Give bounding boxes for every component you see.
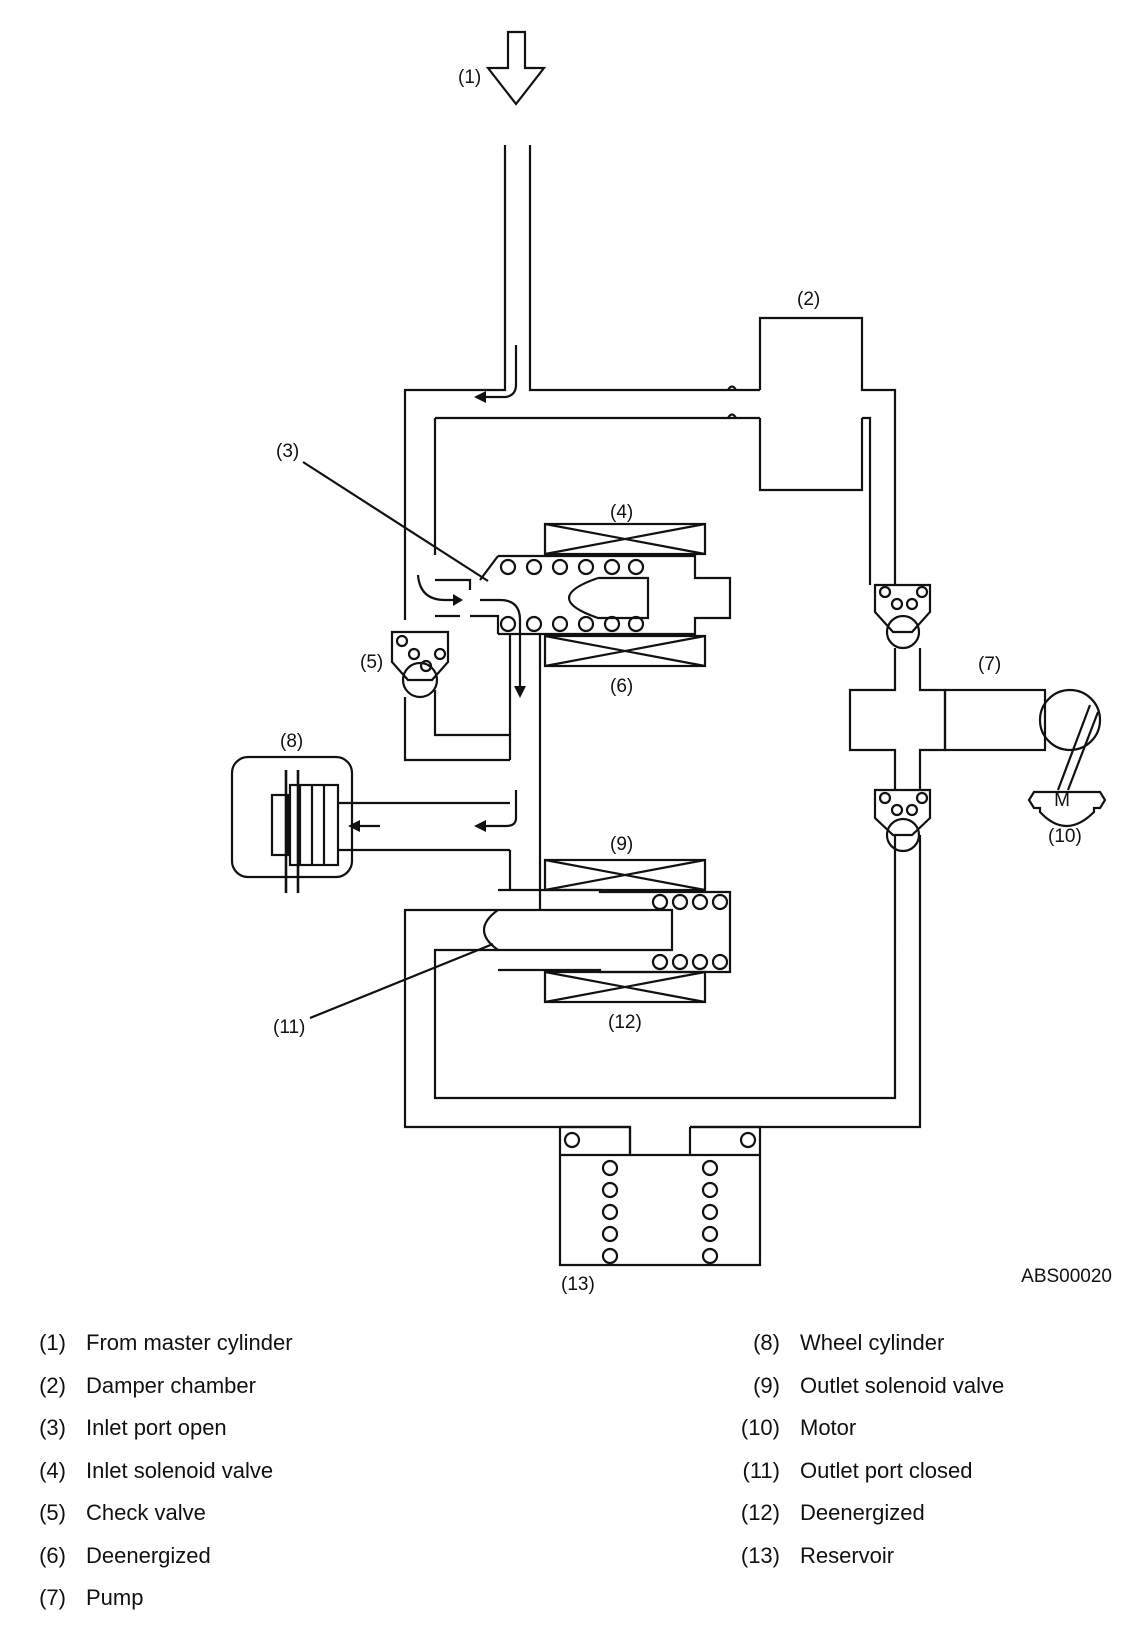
legend-item: (3) Inlet port open xyxy=(30,1407,293,1450)
label-6: (6) xyxy=(610,676,633,697)
legend-text: Outlet port closed xyxy=(800,1457,973,1483)
legend-item: (9) Outlet solenoid valve xyxy=(724,1365,1004,1408)
legend-item: (7) Pump xyxy=(30,1577,293,1620)
legend-text: Inlet solenoid valve xyxy=(86,1457,274,1483)
legend-right: (8) Wheel cylinder (9) Outlet solenoid val… xyxy=(724,1322,1004,1577)
legend-text: From master cylinder xyxy=(86,1330,293,1356)
legend-text: Reservoir xyxy=(800,1542,895,1568)
legend-item: (13) Reservoir xyxy=(724,1535,1004,1578)
inlet-port xyxy=(435,555,500,634)
label-8: (8) xyxy=(280,731,303,752)
master-cylinder-arrow xyxy=(485,30,547,106)
legend-number: (12) xyxy=(740,1500,780,1526)
leader-line-11 xyxy=(309,942,494,1020)
pipe-crossing xyxy=(727,385,737,419)
abs-hydraulic-diagram: (1) (2) (3) (4) (5) (6) (7) (8) (9) (10)… xyxy=(230,30,1112,1295)
legend-number: (7) xyxy=(39,1585,66,1611)
motor-symbol: M xyxy=(1054,790,1070,811)
legend-text: Inlet port open xyxy=(86,1415,227,1441)
label-1: (1) xyxy=(458,67,481,88)
label-3: (3) xyxy=(276,441,299,462)
label-4: (4) xyxy=(610,502,633,523)
damper-chamber xyxy=(758,316,897,585)
legend-text: Outlet solenoid valve xyxy=(800,1372,1005,1398)
label-12: (12) xyxy=(608,1012,642,1033)
legend-item: (10) Motor xyxy=(724,1407,1004,1450)
legend-item: (6) Deenergized xyxy=(30,1535,293,1578)
inlet-solenoid-valve xyxy=(498,522,732,668)
legend-item: (12) Deenergized xyxy=(724,1492,1004,1535)
label-10: (10) xyxy=(1048,826,1082,847)
label-11: (11) xyxy=(273,1017,305,1038)
legend-number: (4) xyxy=(39,1457,66,1483)
legend-left: (1) From master cylinder (2) Damper chambe… xyxy=(30,1322,293,1620)
legend-number: (11) xyxy=(742,1457,781,1483)
motor xyxy=(1027,688,1107,827)
leader-line-3 xyxy=(302,461,489,582)
legend-item: (2) Damper chamber xyxy=(30,1365,293,1408)
legend-number: (5) xyxy=(39,1500,66,1526)
label-13: (13) xyxy=(561,1274,595,1295)
figure-code: ABS00020 xyxy=(1021,1266,1112,1287)
legend-item: (1) From master cylinder xyxy=(30,1322,293,1365)
legend-item: (4) Inlet solenoid valve xyxy=(30,1450,293,1493)
reservoir xyxy=(558,1125,762,1267)
legend-number: (3) xyxy=(39,1415,66,1441)
legend-text: Check valve xyxy=(86,1500,206,1526)
inlet-pipe xyxy=(403,145,760,620)
outlet-solenoid-valve xyxy=(482,858,732,1004)
legend-number: (1) xyxy=(39,1330,66,1356)
legend-item: (11) Outlet port closed xyxy=(724,1450,1004,1493)
pump xyxy=(848,583,1047,853)
wheel-cylinder xyxy=(230,755,512,893)
legend-item: (8) Wheel cylinder xyxy=(724,1322,1004,1365)
legend-text: Wheel cylinder xyxy=(800,1330,945,1356)
legend-number: (10) xyxy=(740,1415,780,1441)
label-9: (9) xyxy=(610,834,633,855)
legend-number: (9) xyxy=(753,1372,780,1398)
label-7: (7) xyxy=(978,654,1001,675)
legend-number: (6) xyxy=(39,1542,66,1568)
label-5: (5) xyxy=(360,652,383,673)
legend-text: Motor xyxy=(800,1415,857,1441)
flow-arrows xyxy=(355,345,522,828)
outlet-pipe xyxy=(403,835,922,1155)
legend-item: (5) Check valve xyxy=(30,1492,293,1535)
legend-number: (2) xyxy=(39,1372,66,1398)
legend-number: (8) xyxy=(753,1330,780,1356)
legend-number: (13) xyxy=(740,1542,780,1568)
label-2: (2) xyxy=(797,289,820,310)
legend-text: Pump xyxy=(86,1585,144,1611)
check-valve xyxy=(390,630,512,762)
legend-text: Deenergized xyxy=(800,1500,925,1526)
legend-text: Deenergized xyxy=(86,1542,211,1568)
legend-text: Damper chamber xyxy=(86,1372,256,1398)
